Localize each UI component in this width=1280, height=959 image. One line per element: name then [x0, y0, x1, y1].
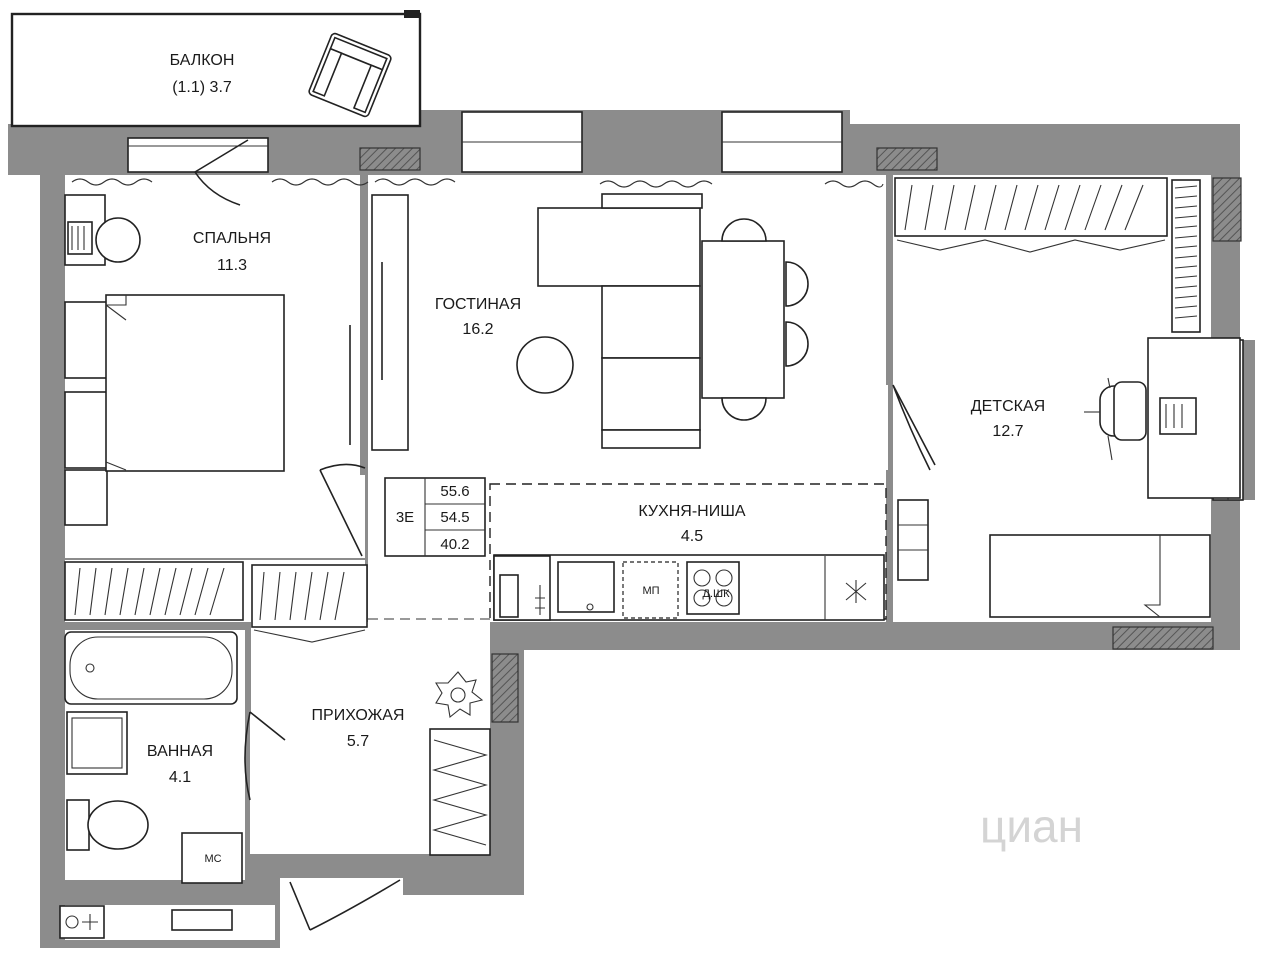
entrance-door	[289, 879, 401, 931]
utility-riser	[59, 905, 105, 939]
oven-label: Д.ШК	[703, 588, 731, 600]
partition-3	[1212, 177, 1242, 242]
washer-label: МС	[204, 853, 221, 865]
dining-chairs	[721, 218, 809, 421]
kitchen-area: 4.5	[681, 528, 703, 545]
kids-area: 12.7	[992, 423, 1023, 440]
balcony-rail	[404, 10, 420, 18]
wall-living-kids-lower	[886, 470, 893, 622]
sofa-back	[601, 193, 703, 209]
nightstand-top	[64, 301, 108, 379]
summary-living: 40.2	[440, 536, 469, 553]
curtain-living-1	[374, 178, 456, 186]
plant-icon	[435, 671, 484, 719]
stove	[686, 561, 740, 615]
bedroom-area: 11.3	[217, 257, 247, 274]
bedroom-name: СПАЛЬНЯ	[193, 230, 271, 247]
bed	[105, 294, 285, 472]
utility-panel	[171, 909, 233, 931]
curtain-bedroom-1	[71, 178, 153, 186]
wardrobe-corridor-1	[64, 561, 244, 621]
partition-2	[876, 147, 938, 171]
balcony-name: БАЛКОН	[170, 52, 235, 69]
bath-sink	[66, 711, 128, 775]
partition-4	[1112, 626, 1214, 650]
kitchen-name: КУХНЯ-НИША	[638, 503, 745, 520]
wardrobe-living	[371, 194, 409, 451]
wall-kitchen-bottom	[490, 622, 890, 632]
sofa-end	[601, 429, 701, 449]
sink-cabinet	[557, 561, 615, 613]
bath-name: ВАННАЯ	[147, 743, 213, 760]
toilet-icon	[66, 799, 149, 851]
summary-reduced: 54.5	[440, 509, 469, 526]
summary-code: 3Е	[396, 509, 414, 526]
dishwasher-box	[622, 561, 679, 619]
wall-bed-living	[360, 175, 368, 475]
hall-name: ПРИХОЖАЯ	[312, 707, 405, 724]
dining-table	[701, 240, 785, 399]
curtain-living-3	[824, 180, 884, 188]
bathtub	[64, 631, 238, 705]
partition-5	[491, 653, 519, 723]
wall-kids-bottom	[893, 622, 1213, 632]
sofa-section-1	[537, 207, 701, 287]
sofa-seat-2	[601, 357, 701, 431]
summary-total: 55.6	[440, 483, 469, 500]
window-bedroom	[127, 137, 269, 173]
armchair-icon	[308, 32, 392, 118]
dishwasher-label: МП	[642, 585, 659, 597]
laptop-kids-icon	[1159, 397, 1197, 435]
kids-bed	[989, 534, 1211, 618]
balcony-door	[194, 139, 249, 206]
bedroom-chair	[95, 217, 141, 263]
wall-bath-top	[65, 622, 250, 630]
sofa-seat-1	[601, 285, 701, 359]
bedside-block	[64, 469, 108, 526]
step-ladder	[897, 499, 929, 581]
kids-door	[892, 384, 936, 471]
wardrobe-kids	[894, 177, 1168, 237]
living-name: ГОСТИНАЯ	[435, 296, 521, 313]
hall-area: 5.7	[347, 733, 369, 750]
wall-bath-hall	[245, 622, 251, 712]
coffee-table	[516, 336, 574, 394]
curtain-bedroom-2	[271, 178, 369, 186]
office-chair	[1084, 377, 1147, 461]
wall-utility	[65, 884, 280, 904]
wardrobe-corridor-2	[251, 564, 368, 628]
wall-living-kids	[886, 175, 893, 385]
curtain-living-2	[599, 180, 713, 188]
bath-area: 4.1	[169, 769, 191, 786]
living-area: 16.2	[462, 321, 493, 338]
riser-icon	[535, 585, 545, 615]
watermark: циан	[980, 800, 1083, 852]
summary-table	[384, 477, 486, 557]
balcony-area: (1.1) 3.7	[172, 79, 232, 96]
partition-1	[359, 147, 421, 171]
nightstand-bottom	[64, 391, 108, 469]
washer-box	[181, 832, 243, 884]
bath-door	[244, 711, 286, 801]
bedroom-door	[319, 463, 366, 557]
kids-name: ДЕТСКАЯ	[971, 398, 1045, 415]
snowflake-icon	[845, 580, 867, 603]
